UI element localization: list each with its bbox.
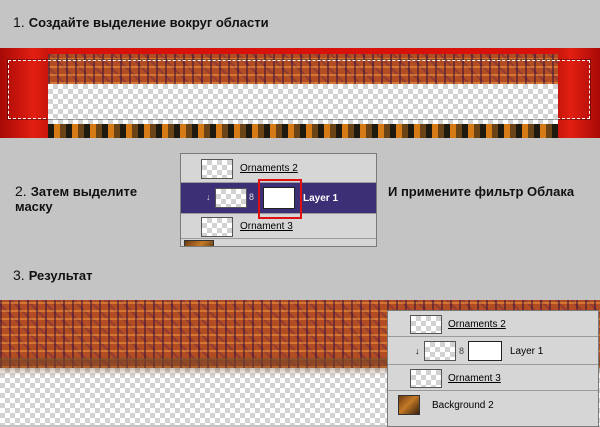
transparent-area <box>48 84 558 124</box>
layer-thumbnail <box>410 315 442 334</box>
step-2-caption: 2.Затем выделите маску <box>15 183 165 215</box>
step-1-caption: 1.Создайте выделение вокруг области <box>13 14 269 31</box>
layer-thumbnail <box>424 341 456 361</box>
layer-row-layer-1[interactable]: ↓ 8 Layer 1 <box>388 337 598 365</box>
background-thumbnail <box>398 395 420 415</box>
layer-mask-thumbnail[interactable] <box>468 341 502 361</box>
layers-panel-1: Ornaments 2 ↓ 8 Layer 1 Ornament 3 <box>180 153 377 247</box>
ornament-band <box>48 54 558 84</box>
ornament-strip-bottom <box>48 124 558 138</box>
chain-link-icon[interactable]: 8 <box>249 192 255 202</box>
red-border-right <box>558 48 600 138</box>
layer-row-ornament-3[interactable]: Ornament 3 <box>388 365 598 391</box>
layers-panel-2: Ornaments 2 ↓ 8 Layer 1 Ornament 3 Backg… <box>387 310 599 427</box>
selection-scene <box>0 48 600 138</box>
layer-thumbnail <box>201 217 233 237</box>
layer-thumbnail <box>215 188 247 208</box>
step-2b-text: И примените фильтр Облака <box>388 184 575 199</box>
step-1-text: Создайте выделение вокруг области <box>28 15 269 30</box>
step-3-text: Результат <box>28 268 93 283</box>
step-3-caption: 3.Результат <box>13 267 93 284</box>
layer-thumbnail <box>410 369 442 388</box>
layer-name: Ornaments 2 <box>448 319 506 330</box>
layer-mask-thumbnail[interactable] <box>263 187 295 209</box>
layer-name: Layer 1 <box>303 193 339 204</box>
background-thumbnail <box>184 240 214 246</box>
mask-highlight-box <box>258 179 302 219</box>
layer-row-ornament-3[interactable]: Ornament 3 <box>181 214 376 239</box>
layer-thumbnail <box>201 159 233 179</box>
chain-link-icon[interactable]: 8 <box>459 346 465 356</box>
step-2b-caption: И примените фильтр Облака <box>388 184 578 199</box>
layer-name: Layer 1 <box>510 346 544 357</box>
marquee-selection[interactable] <box>8 60 590 119</box>
layer-name: Ornament 3 <box>240 221 293 232</box>
step-3-number: 3. <box>13 267 25 283</box>
clip-arrow-icon: ↓ <box>206 192 211 202</box>
layer-row-ornaments-2[interactable]: Ornaments 2 <box>181 154 376 183</box>
layer-row-layer-1[interactable]: ↓ 8 Layer 1 <box>181 183 376 214</box>
layer-row-background-2[interactable]: Background 2 <box>388 391 598 425</box>
layer-name: Ornaments 2 <box>240 163 298 174</box>
step-1-number: 1. <box>13 14 25 30</box>
layer-name: Background 2 <box>432 400 494 411</box>
step-2-text: Затем выделите маску <box>15 184 138 214</box>
clip-arrow-icon: ↓ <box>415 346 420 356</box>
layer-row-ornaments-2[interactable]: Ornaments 2 <box>388 311 598 337</box>
step-2-number: 2. <box>15 183 27 199</box>
layer-name: Ornament 3 <box>448 373 501 384</box>
